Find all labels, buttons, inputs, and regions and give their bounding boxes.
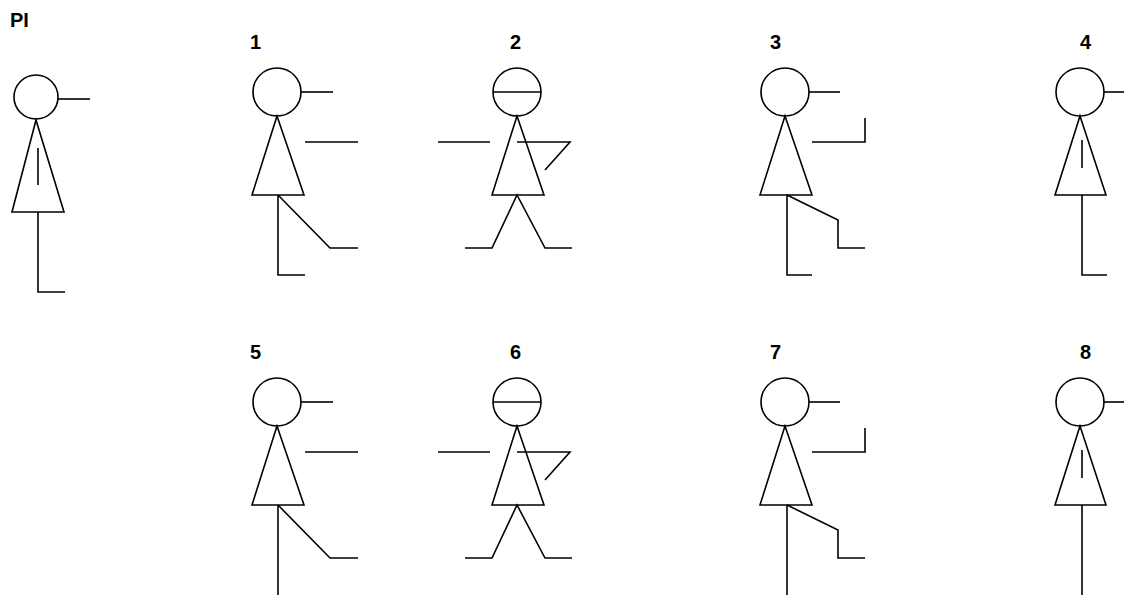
option-number: 7 xyxy=(770,342,781,362)
stick-figure xyxy=(438,378,572,558)
stick-figure xyxy=(12,75,90,292)
stick-figure xyxy=(760,378,865,595)
stick-figure xyxy=(760,68,865,275)
stick-figure xyxy=(1055,378,1124,595)
option-number: 4 xyxy=(1080,32,1091,52)
stick-figure xyxy=(1055,68,1124,275)
prompt-label: PI xyxy=(10,10,29,30)
option-number: 5 xyxy=(250,342,261,362)
stick-figure xyxy=(438,68,572,248)
option-number: 1 xyxy=(250,32,261,52)
option-number: 2 xyxy=(510,32,521,52)
option-number: 8 xyxy=(1080,342,1091,362)
option-number: 3 xyxy=(770,32,781,52)
option-number: 6 xyxy=(510,342,521,362)
stick-figure xyxy=(252,68,358,275)
stick-figure xyxy=(252,378,358,595)
